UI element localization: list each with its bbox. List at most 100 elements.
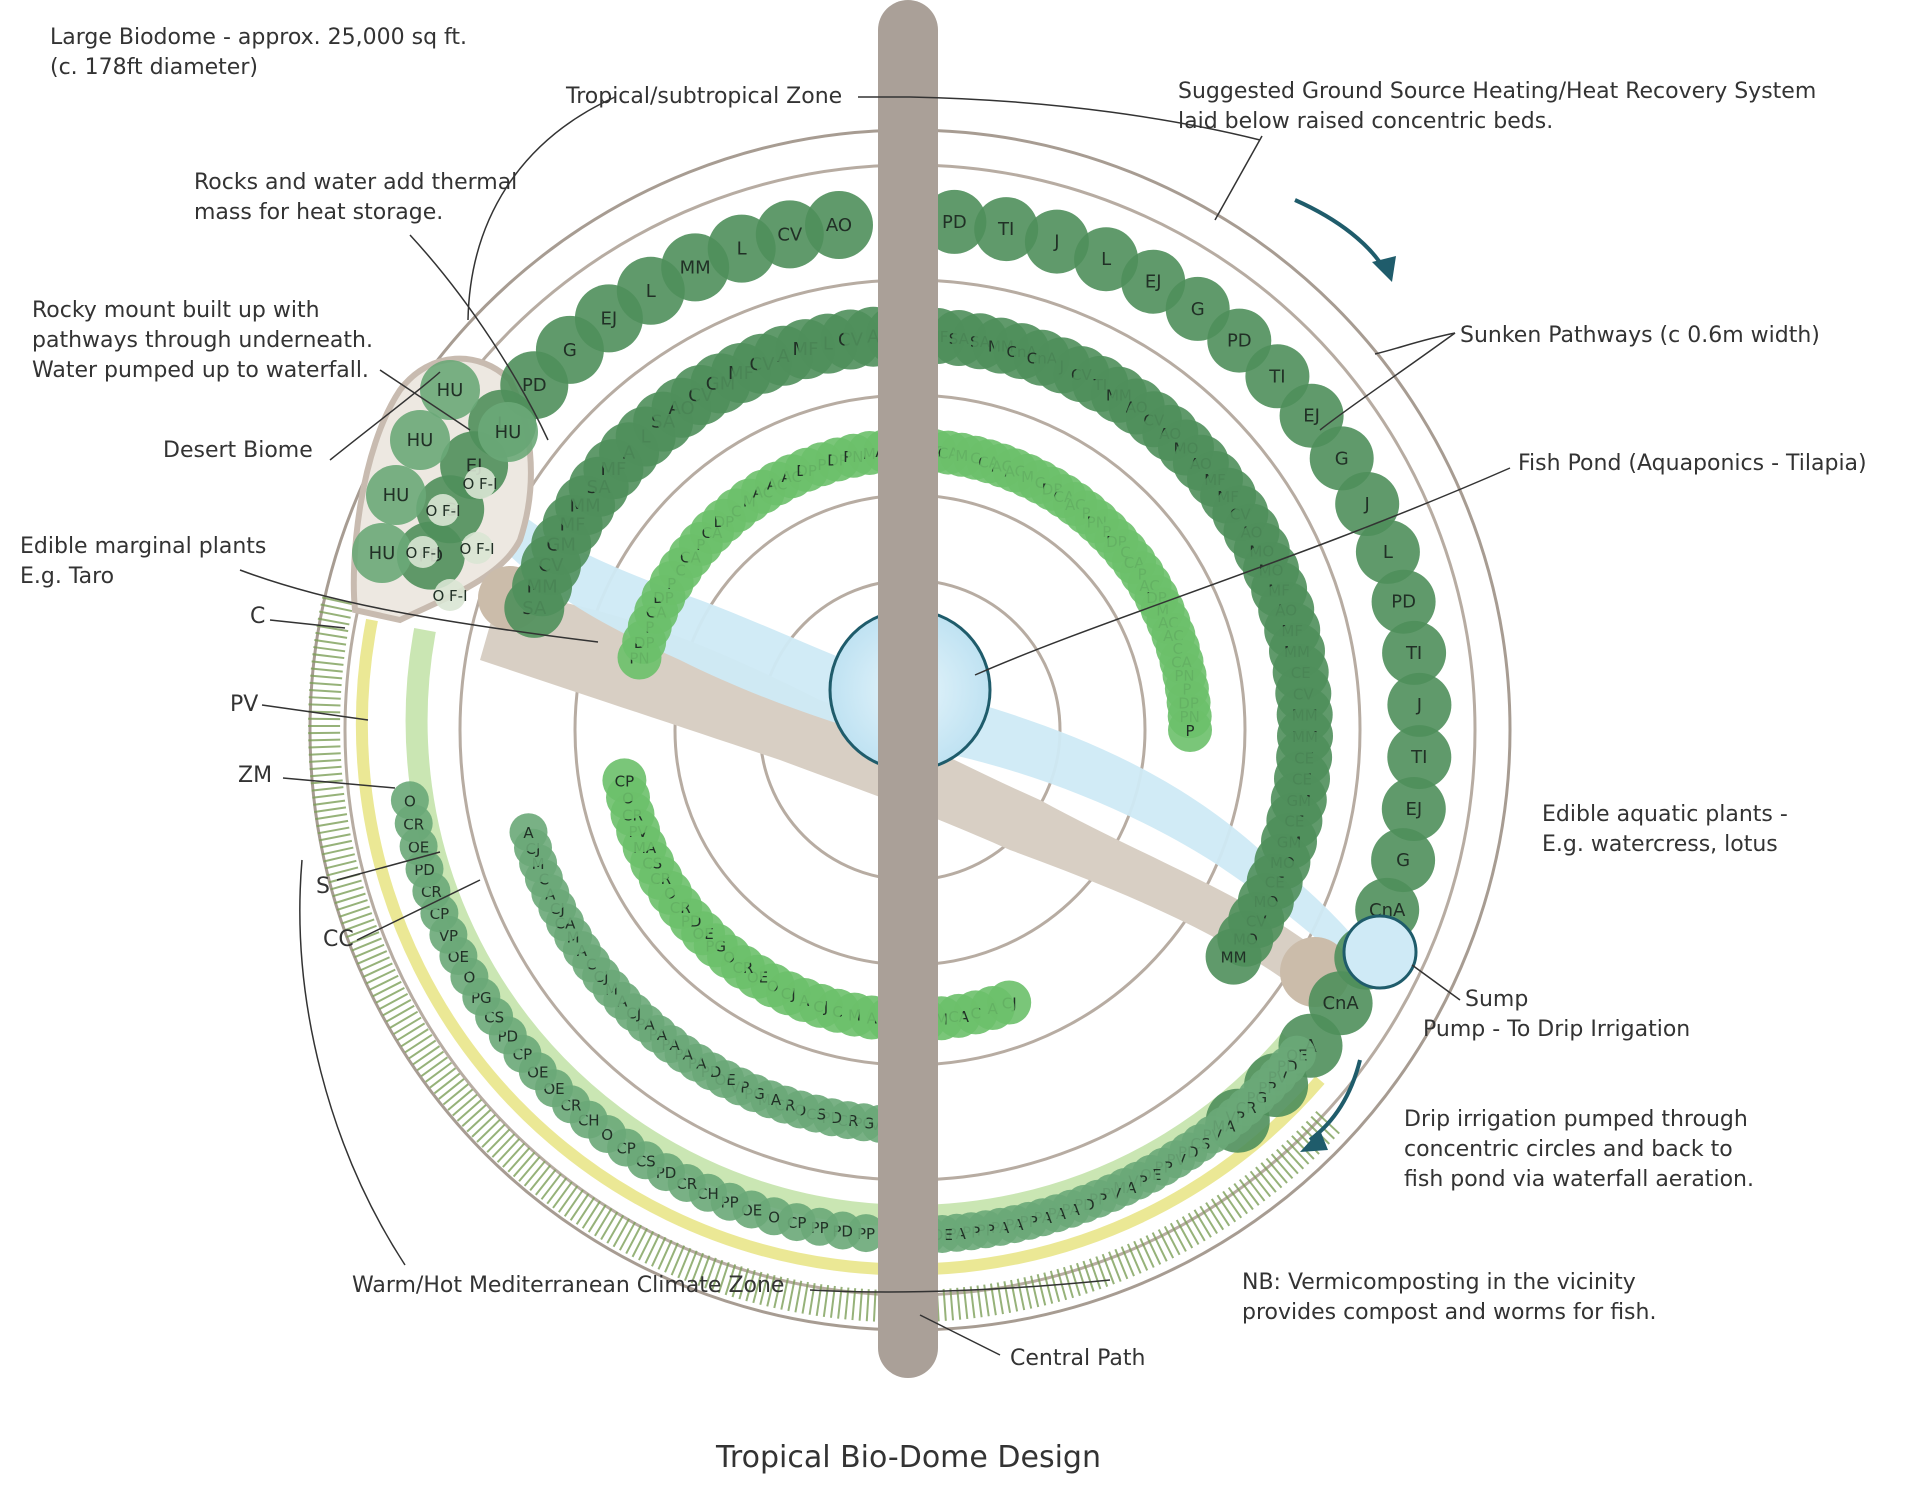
plant-ring1-east-circle — [1387, 672, 1452, 737]
plant-marginal-circle — [434, 579, 466, 611]
plant-ring1-east-code: TI — [1410, 747, 1427, 768]
plant-ring1-east-code: PD — [1227, 331, 1252, 352]
clockwise-arrowhead-top — [1372, 256, 1396, 282]
aquatic-plants-label-2: E.g. watercress, lotus — [1542, 832, 1778, 857]
plant-south-outer-code: O — [463, 969, 475, 987]
plant-ring1-east-code: L — [1101, 249, 1111, 270]
central-path-label: Central Path — [1010, 1346, 1146, 1371]
plant-desert-hu-code: HU — [495, 422, 522, 443]
plant-ring1-east-code: L — [1383, 542, 1393, 563]
dome-size-label-2: (c. 178ft diameter) — [50, 55, 258, 80]
central-path — [878, 0, 938, 1378]
mount-label-2: pathways through underneath. — [32, 328, 373, 353]
sump-label: Sump — [1465, 987, 1529, 1012]
plant-desert-hu-circle — [366, 465, 426, 525]
plant-ring1-east-circle — [922, 189, 987, 254]
plant-ring1-east-code: EJ — [1145, 272, 1162, 293]
plant-ring3-east-code: P — [1185, 722, 1194, 740]
plant-south-outer-code: O — [601, 1126, 613, 1144]
plant-marginal-circle — [427, 494, 459, 526]
plant-ring1-east-circle — [1371, 569, 1436, 634]
plant-ring1-east-code: EJ — [1303, 406, 1320, 427]
vermicomposting-note-1: NB: Vermicomposting in the vicinity — [1242, 1270, 1636, 1295]
plant-ring1-west-code: CV — [777, 224, 803, 245]
plant-south-mid-code: A — [523, 824, 534, 842]
plant-ring1-east-code: PD — [1391, 592, 1416, 613]
plant-ring1-east-circle — [974, 197, 1039, 262]
plant-ring1-west-code: MM — [680, 257, 711, 278]
plant-south-outer-code: PD — [414, 861, 435, 879]
leader-lines — [239, 96, 1511, 1356]
plant-desert-hu-circle — [390, 410, 450, 470]
vermicomposting-note-2: provides compost and worms for fish. — [1242, 1300, 1657, 1325]
mediterranean-zone-label: Warm/Hot Mediterranean Climate Zone — [352, 1273, 785, 1298]
plant-ring1-east-circle — [1387, 725, 1452, 790]
plant-south-inner-code: CP — [615, 772, 635, 790]
plant-ring1-east-circle — [1024, 209, 1089, 274]
plant-ring1-east-code: EJ — [1405, 799, 1422, 820]
c-label: C — [250, 604, 266, 629]
plant-ring1-east-code: J — [1364, 494, 1370, 515]
heating-label-1: Suggested Ground Source Heating/Heat Rec… — [1178, 79, 1817, 104]
s-label: S — [316, 874, 330, 899]
plant-marginal-code: O F-I — [462, 475, 497, 493]
plant-desert-hu-code: HU — [437, 380, 464, 401]
plant-ring1-east-circle — [1371, 828, 1436, 893]
plant-ring1-east-code: PD — [942, 212, 967, 233]
plant-south-outer-code: O — [768, 1208, 780, 1226]
rocks-label-1: Rocks and water add thermal — [194, 170, 518, 195]
mediterranean-yellow-belt — [355, 618, 1325, 1276]
plant-marginal-code: O F-I — [425, 502, 460, 520]
drip-irrigation-label-2: concentric circles and back to — [1404, 1137, 1733, 1162]
plant-ring1-west-code: L — [737, 239, 747, 260]
plant-desert-hu-code: HU — [369, 543, 396, 564]
plant-south-outer-code: O — [404, 792, 416, 810]
plant-ring1-east-code: J — [1416, 695, 1422, 716]
plant-ring2-east-code: MM — [1221, 949, 1247, 967]
mediterranean-green-belt — [308, 596, 1342, 1323]
mount-label-1: Rocky mount built up with — [32, 298, 320, 323]
sump — [1342, 914, 1418, 990]
drip-irrigation-label-3: fish pond via waterfall aeration. — [1404, 1167, 1754, 1192]
desert-biome-label: Desert Biome — [163, 438, 313, 463]
plant-ring2-east-circle — [1205, 928, 1262, 985]
cc-label: CC — [323, 927, 354, 952]
clockwise-arrow-top — [1294, 198, 1387, 272]
plant-ring1-east-code: TI — [1268, 366, 1285, 387]
plant-south-outer-code: CR — [403, 815, 424, 833]
plant-ring1-west-code: L — [646, 281, 656, 302]
clockwise-arrowhead-bottom — [1300, 1130, 1328, 1152]
plant-marginal-code: O F-I — [459, 540, 494, 558]
plant-desert-hu-circle — [420, 360, 480, 420]
plant-ring1-east-code: TI — [997, 219, 1014, 240]
plant-south-mid-circle — [509, 813, 548, 852]
plant-south-outer-circle — [390, 781, 429, 820]
plant-marginal-circle — [407, 536, 439, 568]
plant-ring1-west-code: AO — [826, 215, 852, 236]
marginal-plants-label-2: E.g. Taro — [20, 564, 115, 589]
plant-south-outer-code: OE — [408, 838, 429, 856]
plant-ring1-east-circle — [1382, 620, 1447, 685]
plant-ring1-west-code: EJ — [601, 308, 618, 329]
plant-marginal-code: O F-I — [432, 587, 467, 605]
tropical-zone-label: Tropical/subtropical Zone — [566, 84, 843, 109]
plant-ring1-west-code: PD — [522, 375, 547, 396]
plant-ring1-east-code: G — [1335, 448, 1349, 469]
heating-label-2: laid below raised concentric beds. — [1178, 109, 1554, 134]
plant-marginal-circle — [461, 532, 493, 564]
drip-irrigation-label-1: Drip irrigation pumped through — [1404, 1107, 1748, 1132]
marginal-plants-label-1: Edible marginal plants — [20, 534, 267, 559]
plant-ring1-east-circle — [1355, 519, 1420, 584]
plant-circles: PDGEJLPDGEJLMMLCVAOPDTIJLEJGPDTIEJGJLPDT… — [352, 189, 1452, 1254]
plant-marginal-code: O F-I — [405, 544, 440, 562]
plant-ring1-east-code: G — [1191, 299, 1205, 320]
sunken-pathways-label: Sunken Pathways (c 0.6m width) — [1460, 323, 1820, 348]
plant-ring1-east-code: G — [1396, 850, 1410, 871]
mount-label-3: Water pumped up to waterfall. — [32, 358, 369, 383]
zm-label: ZM — [238, 763, 273, 788]
plant-ring1-east-code: J — [1053, 232, 1059, 253]
plant-ring1-east-code: TI — [1405, 643, 1422, 664]
aquatic-plants-label-1: Edible aquatic plants - — [1542, 802, 1788, 827]
